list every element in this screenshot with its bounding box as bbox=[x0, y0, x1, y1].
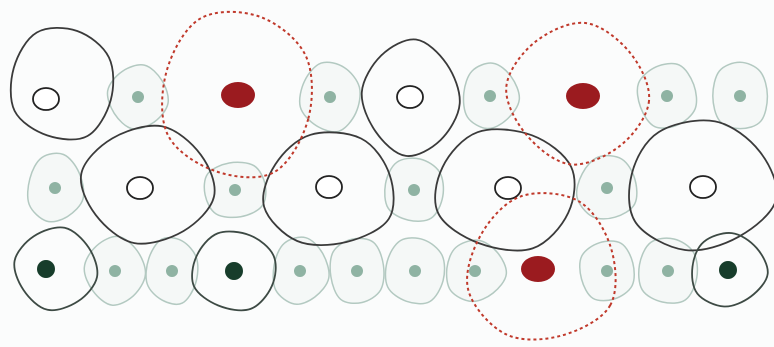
small-cell bbox=[639, 238, 698, 303]
dark-green-nucleus bbox=[719, 261, 737, 279]
red-nucleus bbox=[221, 82, 255, 108]
large-cell-open-nucleus bbox=[316, 176, 342, 198]
dashed-red-cell bbox=[506, 23, 649, 165]
large-cells-group bbox=[11, 28, 774, 251]
dark-green-nucleus bbox=[225, 262, 243, 280]
small-cell bbox=[300, 62, 360, 132]
red-nucleus bbox=[521, 256, 555, 282]
small-cell-nucleus bbox=[661, 90, 673, 102]
small-cell bbox=[637, 64, 696, 129]
large-cell-open-nucleus bbox=[127, 177, 153, 199]
dark-nucleus-cell bbox=[192, 232, 276, 311]
large-cell bbox=[263, 132, 394, 245]
small-cell-nucleus bbox=[484, 90, 496, 102]
small-cell bbox=[107, 65, 168, 129]
large-cell-open-nucleus bbox=[495, 177, 521, 199]
small-cell-nucleus bbox=[601, 182, 613, 194]
large-cell-open-nucleus bbox=[33, 88, 59, 110]
small-cell bbox=[385, 238, 444, 304]
small-cell-nucleus bbox=[601, 265, 613, 277]
small-cell bbox=[28, 153, 84, 221]
small-cell-nucleus bbox=[662, 265, 674, 277]
small-cell bbox=[330, 238, 384, 303]
dark-green-nucleus bbox=[37, 260, 55, 278]
small-cell-nucleus bbox=[109, 265, 121, 277]
small-cell bbox=[84, 236, 145, 305]
small-cell-nucleus bbox=[229, 184, 241, 196]
small-cell bbox=[273, 237, 329, 304]
large-cell-membrane bbox=[11, 28, 114, 140]
dashed-red-cell bbox=[162, 12, 312, 177]
large-cell bbox=[11, 28, 114, 140]
small-cell bbox=[713, 62, 768, 128]
large-cell bbox=[435, 129, 574, 250]
small-cell-nucleus bbox=[408, 184, 420, 196]
small-cell bbox=[146, 238, 198, 305]
small-cell bbox=[580, 241, 634, 301]
small-cell bbox=[577, 156, 637, 219]
small-cell-nucleus bbox=[132, 91, 144, 103]
red-nucleus bbox=[566, 83, 600, 109]
large-cell bbox=[81, 126, 215, 244]
large-cell-open-nucleus bbox=[690, 176, 716, 198]
dark-nucleus-cell bbox=[692, 233, 768, 307]
small-cell-nucleus bbox=[166, 265, 178, 277]
large-cell bbox=[362, 39, 460, 156]
large-cell-open-nucleus bbox=[397, 86, 423, 108]
small-cell bbox=[447, 240, 507, 301]
small-cell-nucleus bbox=[351, 265, 363, 277]
small-cell-nucleus bbox=[324, 91, 336, 103]
small-cell-nucleus bbox=[409, 265, 421, 277]
large-cell bbox=[629, 120, 774, 250]
small-cell-nucleus bbox=[734, 90, 746, 102]
small-cell-nucleus bbox=[294, 265, 306, 277]
small-cell-nucleus bbox=[49, 182, 61, 194]
small-cell-nucleus bbox=[469, 265, 481, 277]
